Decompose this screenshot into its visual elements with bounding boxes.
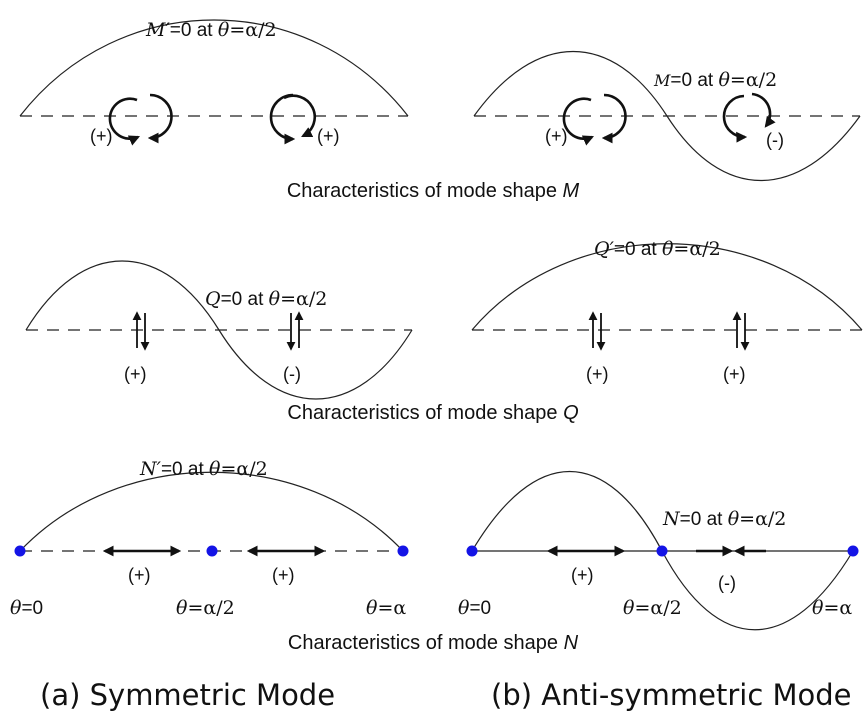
moment-arrow-m-left-1 bbox=[108, 93, 173, 146]
caption-mode-q: Characteristics of mode shape Q bbox=[287, 402, 578, 424]
node-dot-left-mid bbox=[206, 545, 218, 557]
sign-q-left-2: (-) bbox=[283, 364, 301, 384]
panel-title-antisymmetric: (b) Anti-symmetric Mode bbox=[491, 678, 852, 712]
curve-q-right bbox=[471, 243, 863, 331]
theta-label-right-0: θ=0 bbox=[458, 597, 491, 619]
node-dot-right-mid bbox=[656, 545, 668, 557]
theta-label-right-half: θ=α/2 bbox=[623, 597, 682, 619]
theta-label-left-half: θ=α/2 bbox=[176, 597, 235, 619]
caption-mode-n: Characteristics of mode shape N bbox=[288, 632, 579, 654]
sign-m-right-1: (+) bbox=[545, 126, 568, 146]
note-q-right: Q′=0 at θ=α/2 bbox=[594, 238, 721, 260]
sign-q-right-1: (+) bbox=[586, 364, 609, 384]
panel-title-symmetric: (a) Symmetric Mode bbox=[40, 678, 335, 712]
curve-m-left bbox=[19, 19, 409, 117]
sign-m-left-1: (+) bbox=[90, 126, 113, 146]
sign-n-left-1: (+) bbox=[128, 565, 151, 585]
shear-arrow-q-right-1 bbox=[588, 311, 606, 351]
theta-label-left-alpha: θ=α bbox=[366, 597, 406, 619]
node-dot-right-start bbox=[466, 545, 478, 557]
note-m-right: M=0 at θ=α/2 bbox=[653, 69, 777, 91]
curve-m-right bbox=[473, 51, 861, 181]
moment-arrow-m-left-2 bbox=[269, 93, 317, 145]
moment-arrow-m-right-2 bbox=[722, 92, 776, 143]
note-q-left: Q=0 at θ=α/2 bbox=[205, 288, 327, 310]
shear-arrow-q-right-2 bbox=[732, 311, 750, 351]
node-dot-left-end bbox=[397, 545, 409, 557]
node-dot-left-start bbox=[14, 545, 26, 557]
curve-q-left bbox=[25, 260, 413, 400]
theta-label-left-0: θ=0 bbox=[10, 597, 43, 619]
theta-label-right-alpha: θ=α bbox=[812, 597, 852, 619]
shear-arrow-q-left-2 bbox=[286, 311, 304, 351]
curve-n-left bbox=[19, 471, 404, 552]
sign-m-right-2: (-) bbox=[766, 130, 784, 150]
note-n-left: N′=0 at θ=α/2 bbox=[139, 458, 268, 480]
sign-n-right-2: (-) bbox=[718, 573, 736, 593]
shear-arrow-q-left-1 bbox=[132, 311, 150, 351]
sign-m-left-2: (+) bbox=[317, 126, 340, 146]
caption-mode-m: Characteristics of mode shape M bbox=[287, 180, 580, 202]
sign-q-right-2: (+) bbox=[723, 364, 746, 384]
sign-q-left-1: (+) bbox=[124, 364, 147, 384]
note-m-left: M′=0 at θ=α/2 bbox=[145, 19, 277, 41]
sign-n-right-1: (+) bbox=[571, 565, 594, 585]
node-dot-right-end bbox=[847, 545, 859, 557]
sign-n-left-2: (+) bbox=[272, 565, 295, 585]
note-n-right: N=0 at θ=α/2 bbox=[662, 508, 786, 530]
moment-arrow-m-right-1 bbox=[562, 93, 627, 146]
